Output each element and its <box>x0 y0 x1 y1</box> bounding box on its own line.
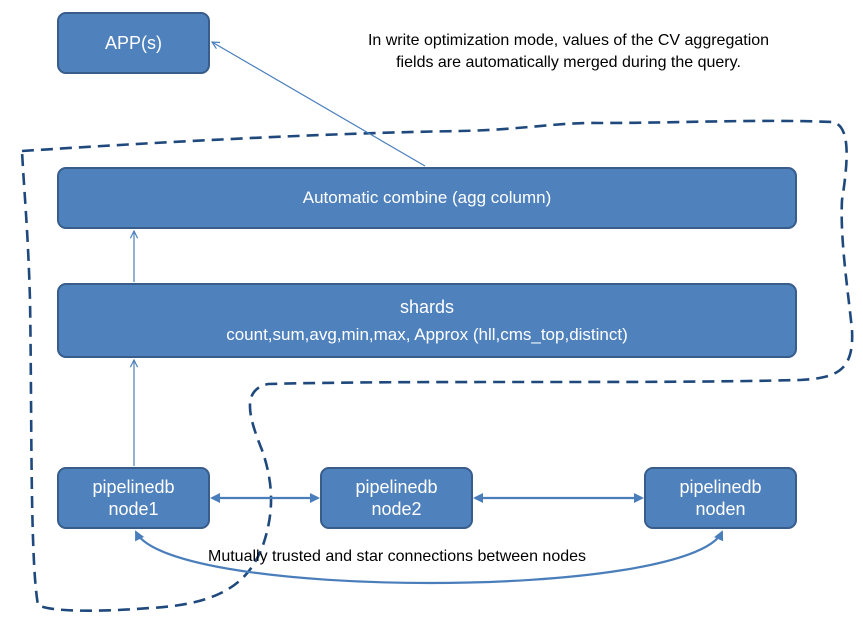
node-id: noden <box>695 499 746 519</box>
node-box-node1: pipelinedb node1 <box>57 467 210 529</box>
arrow-node1-noden-curve <box>135 530 724 585</box>
write-optimization-note: In write optimization mode, values of th… <box>296 30 841 73</box>
node-box-node2: pipelinedb node2 <box>320 467 473 529</box>
note-line-1: In write optimization mode, values of th… <box>367 32 770 49</box>
combine-label: Automatic combine (agg column) <box>302 188 552 208</box>
automatic-combine-box: Automatic combine (agg column) <box>57 167 797 229</box>
arrow-combine-to-app <box>212 42 426 167</box>
shards-detail: count,sum,avg,min,max, Approx (hll,cms_t… <box>226 324 628 344</box>
star-connection-caption: Mutually trusted and star connections be… <box>208 548 587 565</box>
shards-box: shards count,sum,avg,min,max, Approx (hl… <box>57 283 797 358</box>
node-box-noden: pipelinedb noden <box>644 467 797 529</box>
node-id: node2 <box>371 499 422 519</box>
note-line-2: fields are automatically merged during t… <box>396 53 741 71</box>
node-name: pipelinedb <box>679 476 762 497</box>
apps-label: APP(s) <box>104 32 162 53</box>
shards-title: shards <box>399 297 455 318</box>
cluster-boundary <box>20 119 854 612</box>
node-id: node1 <box>108 499 159 519</box>
node-name: pipelinedb <box>355 476 438 497</box>
node-name: pipelinedb <box>92 476 175 497</box>
apps-box: APP(s) <box>57 12 210 74</box>
